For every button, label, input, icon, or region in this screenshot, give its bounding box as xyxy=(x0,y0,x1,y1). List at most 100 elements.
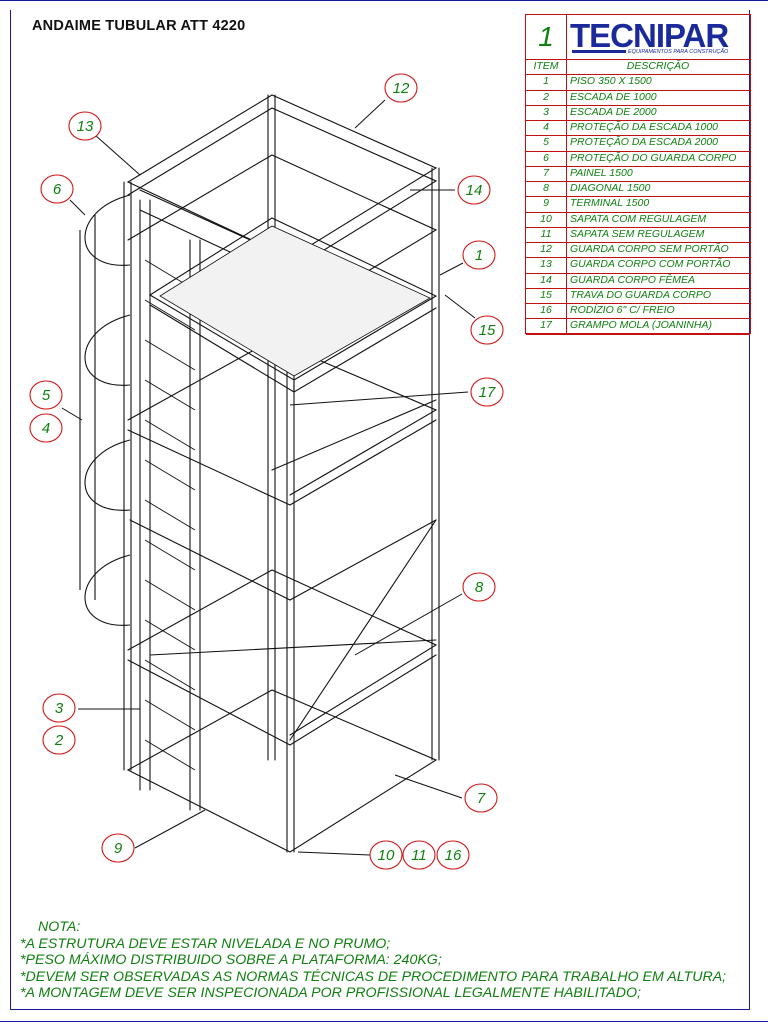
row-description: PROTEÇÃO DA ESCADA 2000 xyxy=(570,136,719,149)
callout-16 xyxy=(436,840,470,870)
row-description: SAPATA COM REGULAGEM xyxy=(570,212,707,225)
row-item-number: 7 xyxy=(526,165,567,181)
callout-label-4: 4 xyxy=(42,420,50,437)
row-item-number: 13 xyxy=(526,257,567,273)
callout-label-3: 3 xyxy=(55,700,64,717)
callout-3 xyxy=(42,693,76,723)
logo-tagline: EQUIPAMENTOS PARA CONSTRUÇÃO xyxy=(628,49,729,55)
callout-4 xyxy=(29,413,63,443)
platform-holes xyxy=(159,225,431,377)
header-item: ITEM xyxy=(526,59,567,75)
note-line: *PESO MÁXIMO DISTRIBUIDO SOBRE A PLATAFO… xyxy=(20,952,442,969)
callout-2 xyxy=(42,725,76,755)
callout-label-8: 8 xyxy=(475,579,484,596)
row-item-number: 14 xyxy=(526,272,567,288)
scaffold-structure xyxy=(123,94,440,853)
callout-label-5: 5 xyxy=(42,387,51,404)
row-description: PROTEÇÃO DA ESCADA 1000 xyxy=(570,121,719,133)
notes-block: NOTA: *A ESTRUTURA DEVE ESTAR NIVELADA E… xyxy=(20,919,726,1002)
parts-table: 1 TECNIPAR EQUIPAMENTOS PARA CONSTRUÇÃO … xyxy=(525,14,751,335)
callout-labels: 12 13 6 14 1 15 5 4 17 8 3 2 7 9 10 11 1… xyxy=(42,80,496,864)
row-description: DIAGONAL 1500 xyxy=(570,182,651,194)
drawing-title: ANDAIME TUBULAR ATT 4220 xyxy=(32,18,246,34)
row-description: GRAMPO MOLA (JOANINHA) xyxy=(570,319,712,332)
callout-label-2: 2 xyxy=(54,732,64,749)
parts-table-header: ITEM DESCRIÇÃO xyxy=(526,59,750,76)
row-description: TERMINAL 1500 xyxy=(570,197,650,210)
callout-10 xyxy=(369,840,403,870)
callout-label-12: 12 xyxy=(393,80,410,97)
callout-8 xyxy=(462,572,496,602)
row-item-number: 9 xyxy=(526,196,567,212)
leader-lines xyxy=(61,99,476,856)
callout-bubbles xyxy=(29,73,504,870)
callout-label-9: 9 xyxy=(114,840,123,857)
callout-9 xyxy=(101,833,135,863)
row-description: GUARDA CORPO COM PORTÃO xyxy=(570,258,731,271)
row-item-number: 15 xyxy=(526,287,567,303)
drawing-frame xyxy=(10,10,750,1010)
callout-14 xyxy=(457,175,491,205)
row-item-number: 11 xyxy=(526,226,567,242)
logo-underline xyxy=(572,50,626,53)
note-line: *DEVEM SER OBSERVADAS AS NORMAS TÉCNICAS… xyxy=(20,968,727,985)
callout-label-17: 17 xyxy=(479,384,496,401)
callout-15 xyxy=(470,315,504,345)
row-item-number: 2 xyxy=(526,89,567,105)
row-description: SAPATA SEM REGULAGEM xyxy=(570,227,705,240)
notes-heading: NOTA: xyxy=(38,919,81,935)
callout-6 xyxy=(40,174,74,204)
title-block: 1 TECNIPAR EQUIPAMENTOS PARA CONSTRUÇÃO xyxy=(526,15,750,60)
callout-5 xyxy=(29,380,63,410)
row-item-number: 1 xyxy=(526,74,567,90)
header-description: DESCRIÇÃO xyxy=(626,60,690,72)
note-line: *A MONTAGEM DEVE SER INSPECIONADA POR PR… xyxy=(20,985,641,1002)
row-description: PAINEL 1500 xyxy=(570,166,633,179)
row-description: ESCADA DE 1000 xyxy=(570,90,657,103)
row-item-number: 4 xyxy=(526,120,567,136)
row-item-number: 3 xyxy=(526,104,567,120)
row-item-number: 17 xyxy=(526,318,567,334)
callout-label-7: 7 xyxy=(477,790,486,807)
row-description: TRAVA DO GUARDA CORPO xyxy=(570,288,711,301)
row-item-number: 16 xyxy=(526,303,567,319)
callout-12 xyxy=(384,73,418,103)
row-item-number: 10 xyxy=(526,211,567,227)
row-description: GUARDA CORPO SEM PORTÃO xyxy=(570,243,729,255)
callout-17 xyxy=(470,377,504,407)
row-description: PROTEÇÃO DO GUARDA CORPO xyxy=(570,151,737,164)
row-description: PISO 350 X 1500 xyxy=(570,75,652,88)
callout-label-15: 15 xyxy=(479,322,496,339)
callout-label-16: 16 xyxy=(445,847,462,864)
callout-label-6: 6 xyxy=(53,181,62,198)
row-item-number: 6 xyxy=(526,150,567,166)
note-line: *A ESTRUTURA DEVE ESTAR NIVELADA E NO PR… xyxy=(20,935,391,952)
callout-11 xyxy=(402,840,436,870)
frame-bottom-line xyxy=(0,1021,768,1022)
frame-top-line xyxy=(0,0,768,1)
sheet-number: 1 xyxy=(526,15,567,59)
row-description: GUARDA CORPO FÊMEA xyxy=(570,273,696,286)
row-description: RODÍZIO 6" C/ FREIO xyxy=(570,304,675,316)
ladder-cage xyxy=(79,194,131,626)
ladder-rungs xyxy=(144,259,196,771)
row-item-number: 8 xyxy=(526,181,567,197)
row-item-number: 12 xyxy=(526,242,567,258)
